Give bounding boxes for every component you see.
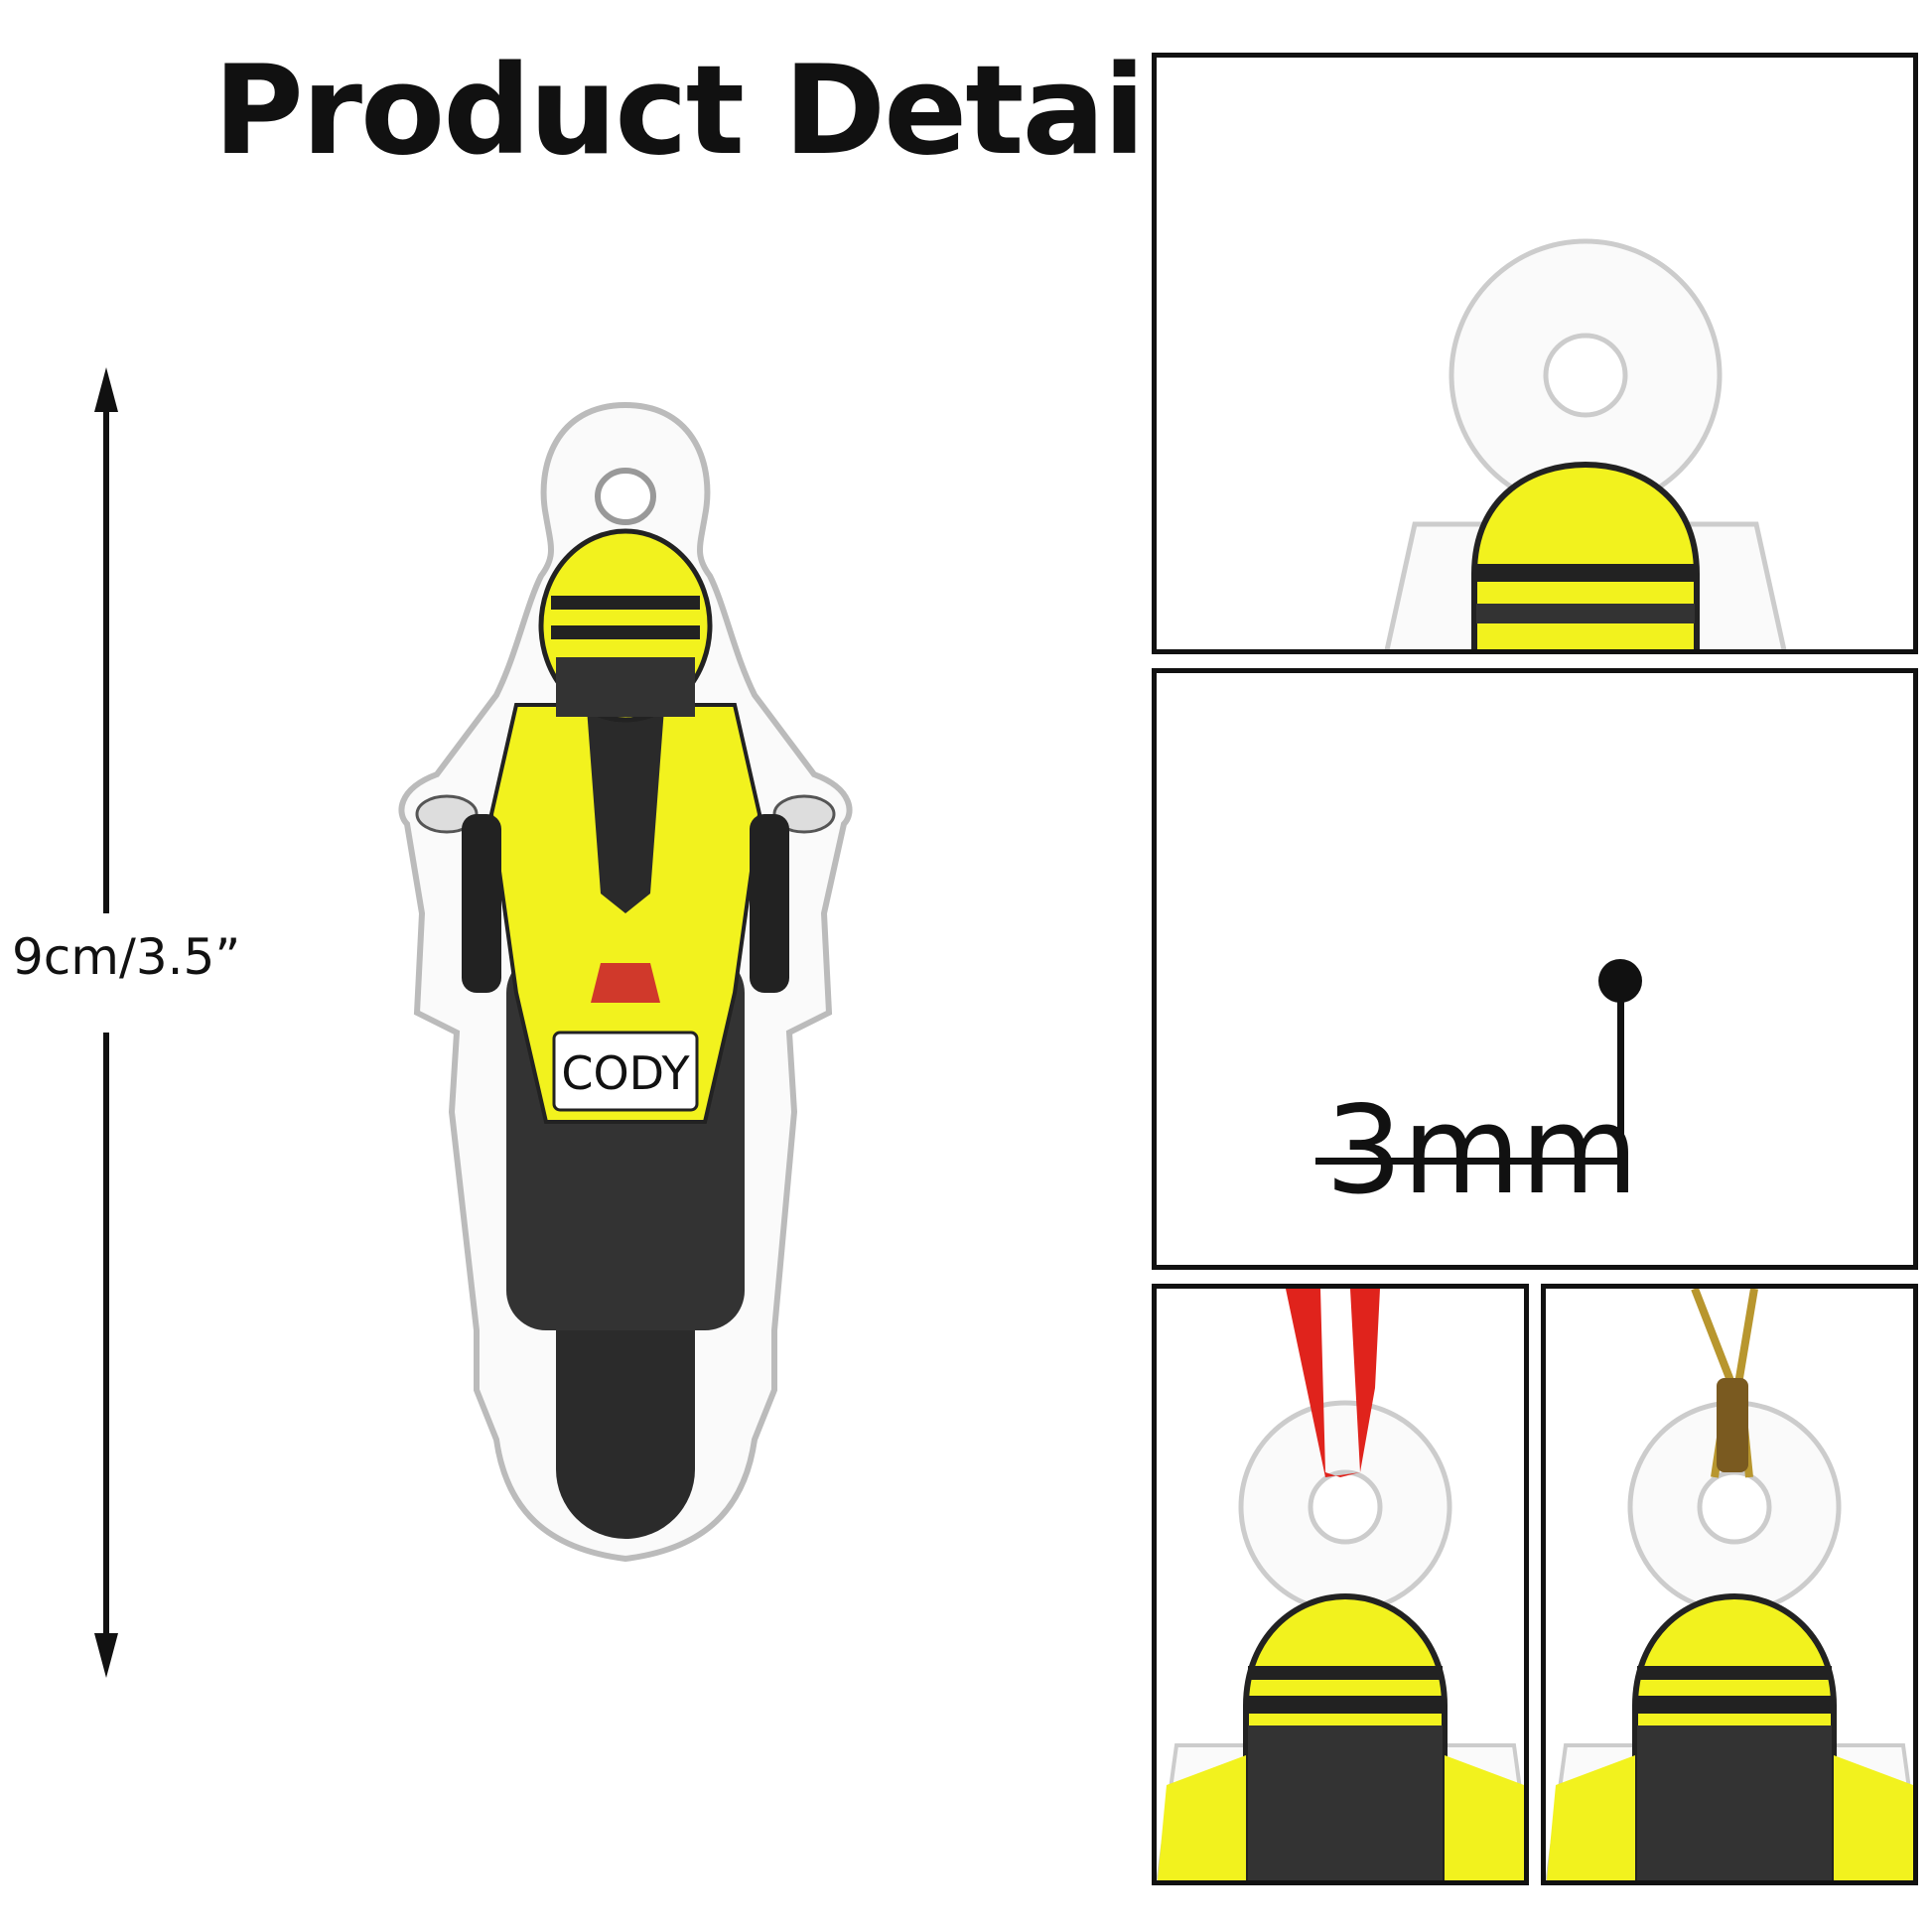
page-title: Product Detail bbox=[213, 40, 1185, 183]
detail-panel-thickness: 3mm bbox=[1152, 668, 1918, 1270]
dimension-label: 9cm/3.5” bbox=[12, 928, 241, 986]
ribbon-hanger-image bbox=[1157, 1289, 1524, 1880]
height-dimension-arrow bbox=[94, 367, 118, 1678]
thickness-label: 3mm bbox=[1325, 1080, 1639, 1221]
motorcycle-ornament-image: CODY bbox=[398, 401, 853, 1563]
thickness-indicator bbox=[1315, 959, 1642, 1165]
hole-closeup-image bbox=[1384, 238, 1787, 649]
gold-cord-hanger-image bbox=[1546, 1289, 1913, 1880]
name-plate-text: CODY bbox=[561, 1046, 690, 1100]
detail-panel-ribbon bbox=[1152, 1284, 1529, 1885]
detail-panel-gold-cord bbox=[1541, 1284, 1918, 1885]
detail-panel-hole-closeup bbox=[1152, 53, 1918, 654]
